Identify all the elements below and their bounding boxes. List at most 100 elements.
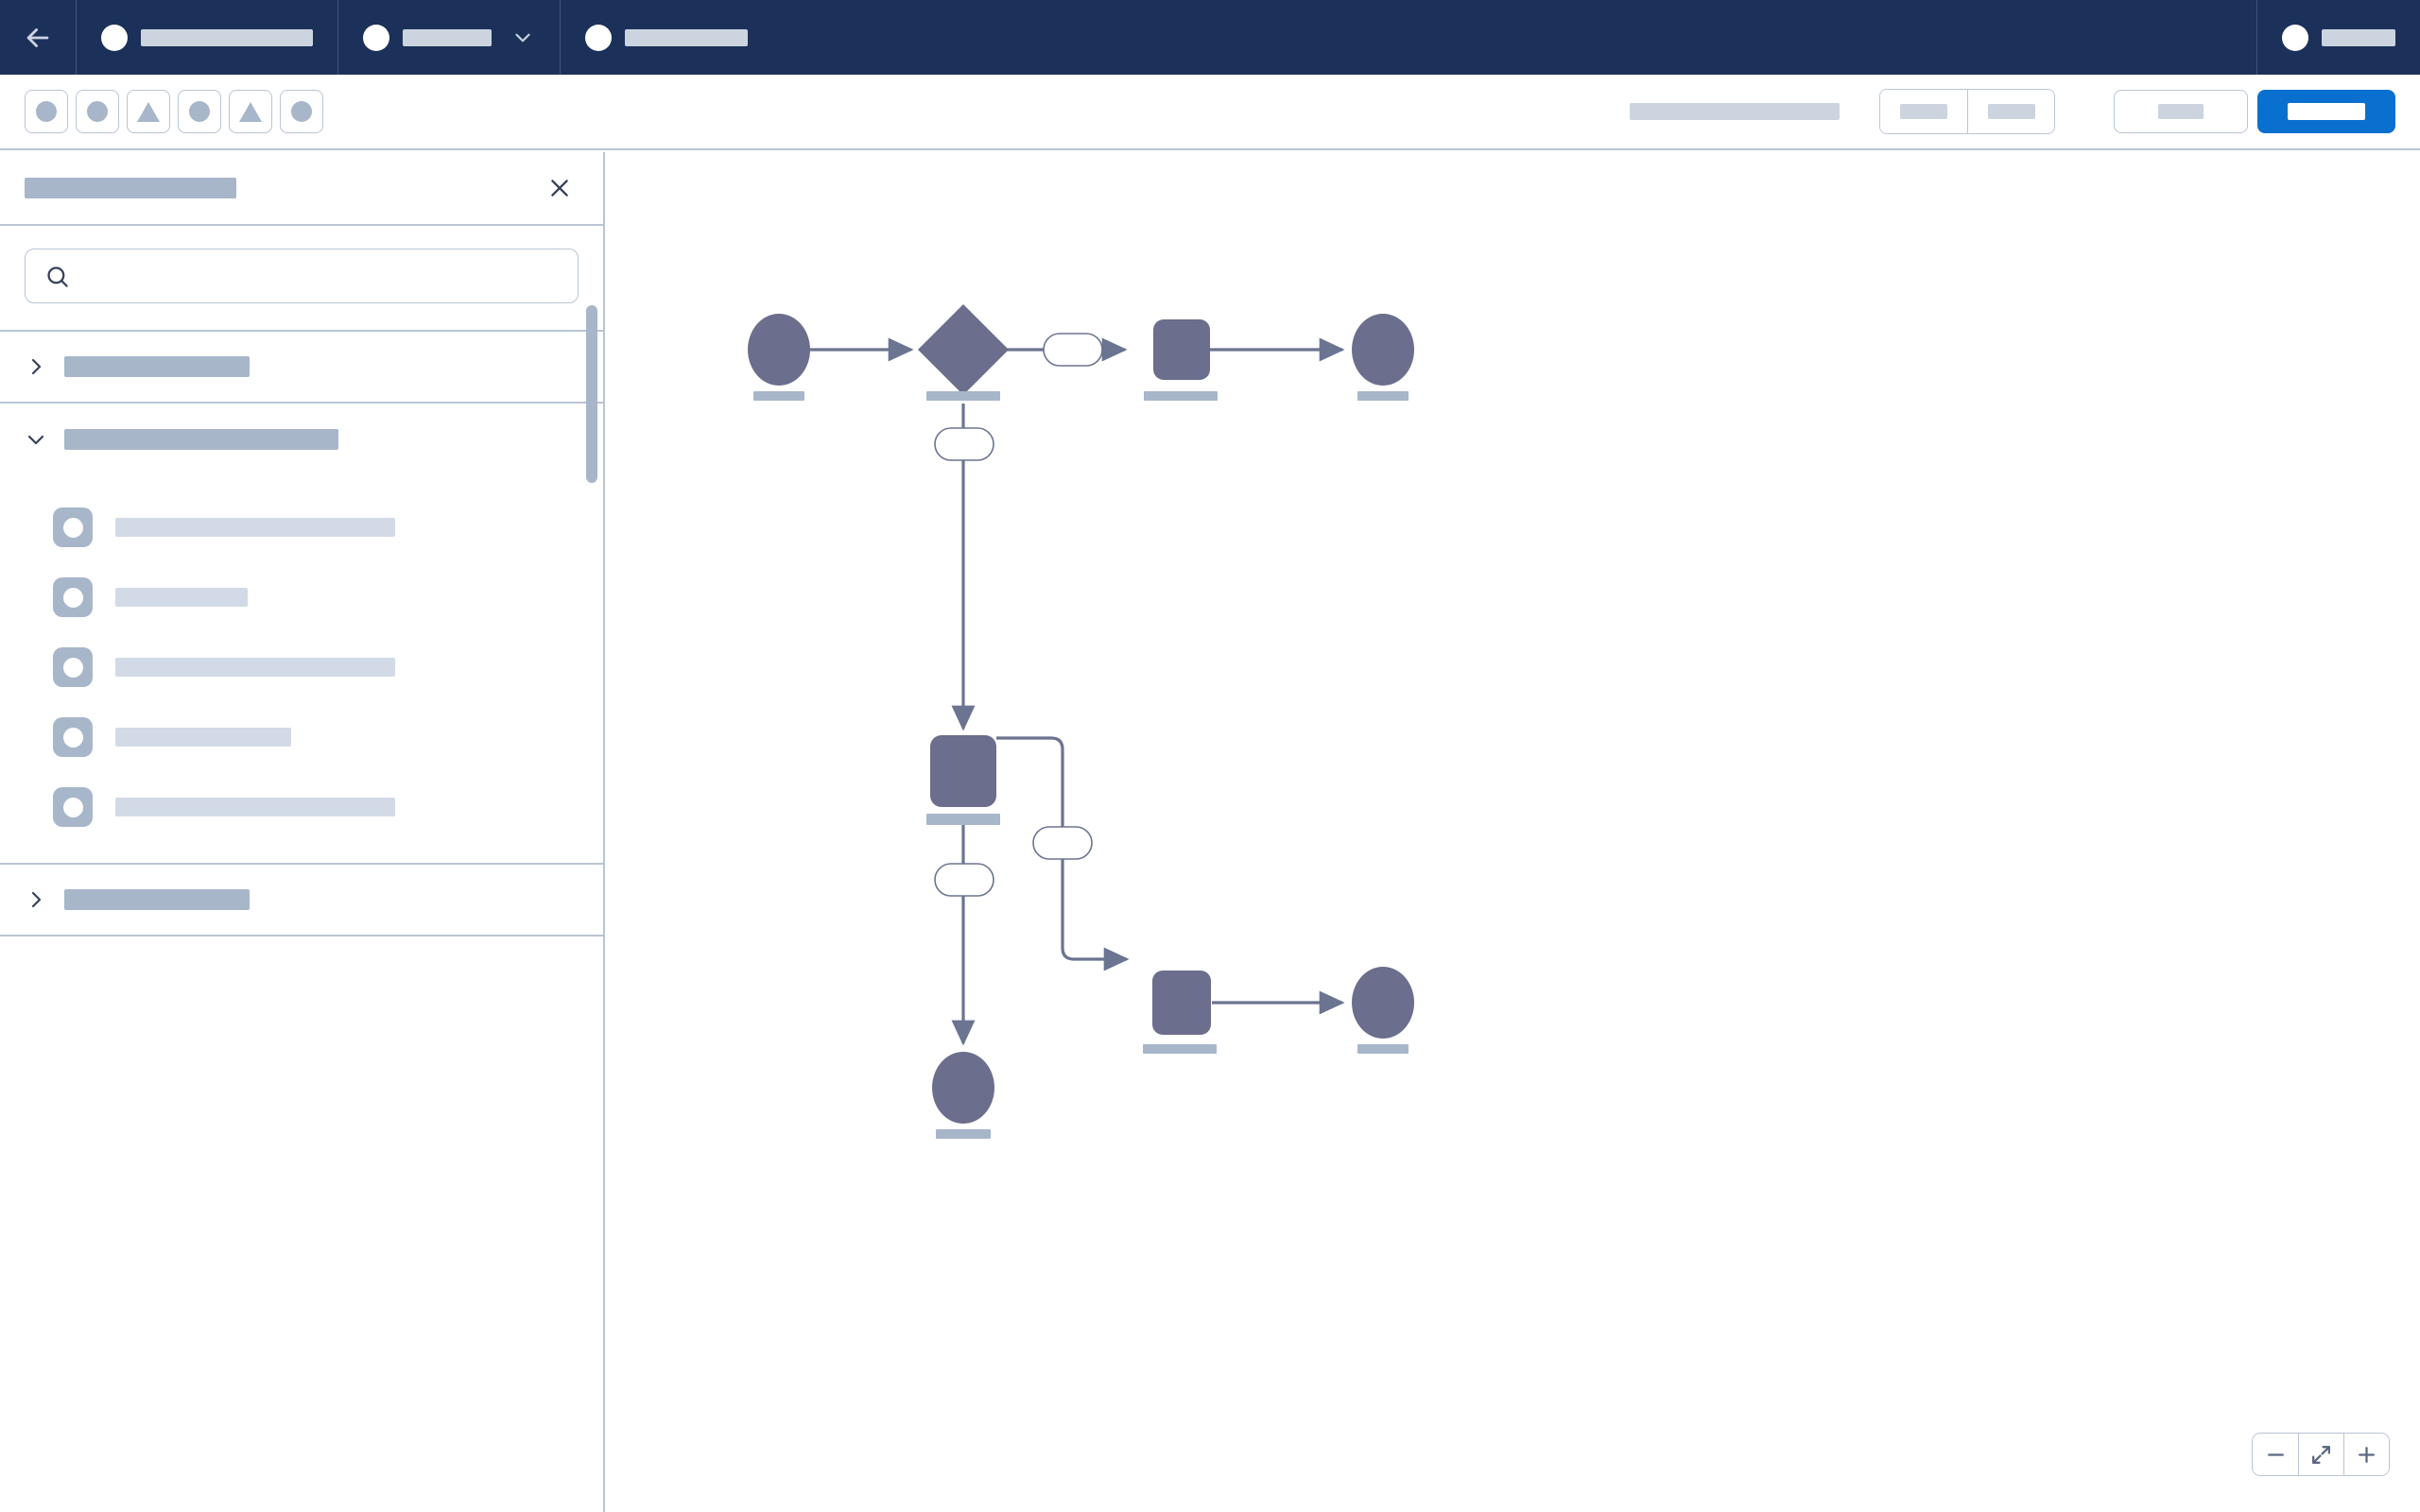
- task-node-a[interactable]: [1153, 319, 1210, 380]
- edge-badge-decision-task-a[interactable]: [1043, 333, 1103, 367]
- appbar-spacer: [772, 0, 2256, 75]
- expand-diagonal-icon: [2312, 1445, 2330, 1464]
- list-item-label: [115, 798, 395, 816]
- sidebar-scrollbar[interactable]: [586, 226, 597, 1512]
- circle-icon: [291, 101, 312, 122]
- plus-icon: [2359, 1446, 2375, 1463]
- sidebar-item-list: [0, 475, 603, 865]
- list-item[interactable]: [0, 702, 603, 772]
- fit-to-screen-button[interactable]: [2298, 1434, 2343, 1475]
- edge-badge-task-b-end-c[interactable]: [934, 863, 994, 897]
- appbar-project-cell[interactable]: [338, 0, 560, 75]
- chevron-right-icon: [31, 358, 42, 375]
- circle-avatar: [585, 24, 612, 51]
- start-node-label: [753, 391, 804, 401]
- back-button[interactable]: [0, 0, 76, 75]
- chevron-down-icon[interactable]: [510, 26, 535, 50]
- edge-badge-task-b-task-c[interactable]: [1032, 826, 1093, 860]
- list-item-label: [115, 728, 291, 747]
- view-mode-design-label: [1900, 104, 1947, 119]
- tool-node-button[interactable]: [76, 90, 119, 133]
- appbar-document-cell[interactable]: [561, 0, 772, 75]
- task-node-b[interactable]: [930, 735, 996, 807]
- sidebar-header: [0, 152, 603, 226]
- sidebar-section-collapsed-bottom[interactable]: [0, 865, 603, 936]
- list-item-label: [115, 658, 395, 677]
- view-mode-segmented-control: [1879, 89, 2055, 134]
- circle-avatar: [2282, 24, 2308, 51]
- tool-marker-button[interactable]: [229, 90, 272, 133]
- appbar-divider-1: [76, 0, 77, 75]
- search-box[interactable]: [25, 249, 579, 303]
- sidebar-section-bottom-label: [64, 889, 250, 910]
- tool-select-button[interactable]: [25, 90, 68, 133]
- circle-avatar: [363, 24, 389, 51]
- zoom-out-button[interactable]: [2253, 1434, 2298, 1475]
- appbar-divider-4: [2256, 0, 2257, 75]
- inner-circle: [62, 517, 83, 538]
- app-bar: [0, 0, 2420, 75]
- appbar-item-account[interactable]: [2257, 24, 2420, 51]
- end-node-b[interactable]: [1352, 967, 1414, 1039]
- sidebar-section-collapsed-top[interactable]: [0, 332, 603, 404]
- list-item[interactable]: [0, 772, 603, 842]
- appbar-item-project[interactable]: [338, 24, 560, 51]
- task-node-c[interactable]: [1152, 971, 1211, 1035]
- tool-connector-button[interactable]: [178, 90, 221, 133]
- inner-circle: [62, 657, 83, 678]
- zoom-in-button[interactable]: [2343, 1434, 2389, 1475]
- rounded-square-circle-icon: [53, 577, 93, 617]
- chevron-right-icon: [31, 891, 42, 908]
- decision-node-label: [926, 391, 1000, 401]
- task-node-a-label: [1144, 391, 1218, 401]
- secondary-action-label: [2158, 104, 2204, 119]
- sidebar-section-expanded-label: [64, 429, 338, 450]
- view-mode-design-button[interactable]: [1880, 90, 1967, 133]
- start-node[interactable]: [748, 314, 810, 386]
- list-item[interactable]: [0, 562, 603, 632]
- appbar-divider-3: [560, 0, 561, 75]
- circle-avatar: [101, 24, 128, 51]
- search-input[interactable]: [83, 265, 559, 287]
- status-text: [1630, 103, 1840, 120]
- rounded-square-circle-icon: [53, 647, 93, 687]
- end-node-a[interactable]: [1352, 314, 1414, 386]
- circle-icon: [189, 101, 210, 122]
- appbar-account-cell[interactable]: [2257, 0, 2420, 75]
- sidebar-section-expanded[interactable]: [0, 404, 603, 475]
- tool-comment-button[interactable]: [280, 90, 323, 133]
- appbar-item-document[interactable]: [561, 24, 772, 51]
- appbar-workspace-label: [141, 28, 313, 46]
- view-mode-preview-button[interactable]: [1967, 90, 2054, 133]
- inner-circle: [62, 587, 83, 608]
- end-node-a-label: [1357, 391, 1409, 401]
- rounded-square-circle-icon: [53, 787, 93, 827]
- list-item[interactable]: [0, 492, 603, 562]
- appbar-project-label: [403, 28, 492, 46]
- toolbar-action-group: [1630, 89, 2420, 134]
- toolbar-tool-group: [0, 90, 323, 133]
- appbar-item-workspace[interactable]: [77, 24, 337, 51]
- sidebar-section-top-label: [64, 356, 250, 377]
- decision-node[interactable]: [918, 304, 1009, 395]
- end-node-c-label: [936, 1129, 991, 1139]
- view-mode-preview-label: [1987, 104, 2035, 119]
- sidebar-scrollbar-thumb[interactable]: [586, 305, 597, 483]
- appbar-workspace-cell[interactable]: [77, 0, 337, 75]
- task-node-b-label: [926, 814, 1000, 825]
- end-node-c[interactable]: [932, 1052, 994, 1124]
- edge-badge-decision-task-b[interactable]: [934, 427, 994, 461]
- flow-diagram: [748, 304, 1414, 1139]
- secondary-action-button[interactable]: [2114, 90, 2248, 133]
- tool-shape-button[interactable]: [127, 90, 170, 133]
- primary-action-label: [2288, 103, 2365, 120]
- sidebar-close-button[interactable]: [541, 169, 579, 207]
- minus-icon: [2267, 1452, 2284, 1456]
- search-icon: [47, 266, 68, 287]
- rounded-square-circle-icon: [53, 507, 93, 547]
- list-item[interactable]: [0, 632, 603, 702]
- inner-circle: [62, 797, 83, 817]
- diagram-canvas[interactable]: [607, 152, 2420, 1512]
- primary-action-button[interactable]: [2257, 90, 2395, 133]
- inner-circle: [62, 727, 83, 747]
